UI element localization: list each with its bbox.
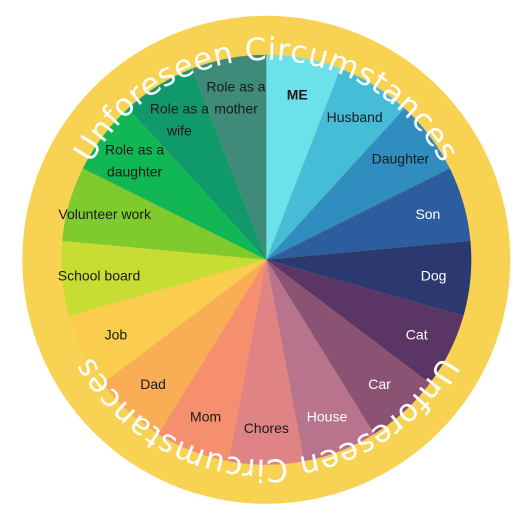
segment-label: Role as a daughter: [105, 141, 164, 179]
segment-label-line: Volunteer work: [58, 206, 152, 222]
wheel-segment: [62, 168, 267, 260]
segment-label-line: School board: [58, 267, 141, 283]
segment-label-line: Role as a: [105, 141, 164, 157]
segment-label: School board: [58, 267, 141, 283]
segment-label: Mom: [190, 409, 221, 425]
segment-label-line: Chores: [244, 420, 289, 436]
segment-label: Job: [105, 327, 128, 343]
segment-label-line: Role as a: [206, 79, 265, 95]
segment-label-line: Husband: [327, 109, 383, 125]
wheel-segment: [266, 68, 405, 260]
segment-label-line: Daughter: [372, 151, 430, 167]
segment-label-line: Mom: [190, 409, 221, 425]
segment-label-line: Job: [105, 327, 128, 343]
segment-label-line: daughter: [107, 163, 163, 179]
segment-label-line: Dad: [140, 376, 166, 392]
segment-label: Dog: [421, 267, 447, 283]
segment-label: Volunteer work: [58, 206, 152, 222]
segment-label-line: mother: [214, 101, 258, 117]
segments-group: ME HusbandDaughterSonDogCatCarHouseChores…: [58, 54, 472, 465]
segment-label: House: [307, 409, 348, 425]
segment-label: Dad: [140, 376, 166, 392]
segment-label-line: Cat: [406, 327, 428, 343]
segment-label: ME: [287, 87, 308, 103]
segment-label-line: ME: [287, 87, 308, 103]
wheel-segment: [192, 54, 267, 260]
wheel-segment: [266, 259, 375, 462]
wheel-segment: [102, 259, 267, 435]
segment-label: Cat: [406, 327, 428, 343]
segment-label: Chores: [244, 420, 289, 436]
segment-label-line: Car: [368, 376, 391, 392]
segment-label-line: Son: [415, 206, 440, 222]
wheel-segment: [228, 259, 304, 465]
wheel-segment: [158, 259, 267, 462]
segment-label: Husband: [327, 109, 383, 125]
wheel-segment: [82, 108, 267, 260]
segment-label-line: House: [307, 409, 348, 425]
wheel-segment: [266, 240, 472, 316]
wheel-segment: [128, 68, 267, 260]
wheel-segment: [69, 259, 267, 384]
wheel-segment: [266, 54, 341, 260]
wheel-segment: [266, 168, 471, 260]
segment-label-line: Dog: [421, 267, 447, 283]
segment-label: Role as a wife: [150, 101, 209, 139]
wheel-segment: [61, 240, 267, 316]
wheel-segment: [266, 259, 464, 384]
segment-label: Car: [368, 376, 391, 392]
segment-label-line: wife: [166, 123, 192, 139]
segment-label: Daughter: [372, 151, 430, 167]
wheel-segment: [266, 108, 450, 260]
wheel-segment: [266, 259, 430, 435]
segment-label: Role as a mother: [206, 79, 265, 117]
segment-label: Son: [415, 206, 440, 222]
segment-label-line: Role as a: [150, 101, 209, 117]
